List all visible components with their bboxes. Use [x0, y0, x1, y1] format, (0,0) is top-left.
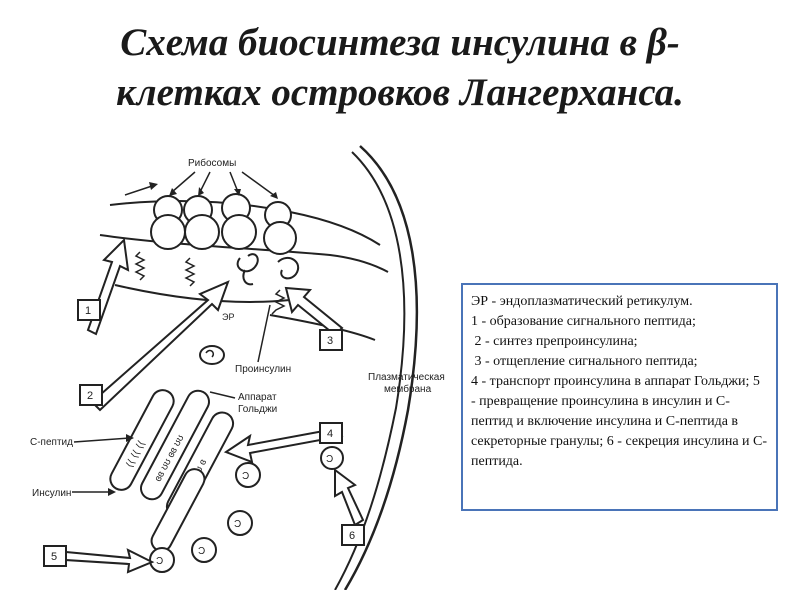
signal-peptide-spring: [271, 289, 286, 315]
golgi-cisterna: ⟨⟨ ⟨⟨ ⟨⟨: [109, 389, 175, 491]
proinsulin-loop: [277, 256, 299, 280]
svg-text:Ɔ: Ɔ: [234, 519, 241, 530]
ribosome: [150, 195, 186, 250]
page-title: Схема биосинтеза инсулина в β- клетках о…: [0, 18, 800, 118]
step-number-2: 2: [87, 390, 93, 402]
svg-text:Ɔ: Ɔ: [198, 546, 205, 557]
ribosome-pointer-arrows: [171, 171, 276, 197]
secretory-granule: Ɔ: [149, 547, 175, 573]
legend-line: 1 - образование сигнального пептида;: [471, 314, 696, 329]
svg-text:Ɔ: Ɔ: [242, 471, 249, 482]
legend-line: 2 - синтез препроинсулина;: [471, 334, 638, 349]
legend-line: ЭР - эндоплазматический ретикулум.: [471, 294, 693, 309]
legend-line: 4 - транспорт проинсулина в аппарат Голь…: [471, 374, 768, 469]
step-arrow-6: [334, 468, 365, 546]
golgi-label-2: Гольджи: [238, 404, 277, 415]
secretory-granule: Ɔ: [235, 462, 261, 488]
golgi-label-1: Аппарат: [238, 392, 277, 403]
legend-line: 3 - отщепление сигнального пептида;: [471, 354, 698, 369]
svg-text:Ɔ: Ɔ: [326, 454, 333, 465]
exocytosis-granule: Ɔ: [320, 446, 344, 470]
step-arrow-5: [43, 545, 155, 574]
svg-text:Ɔ: Ɔ: [156, 556, 163, 567]
step-arrow-3: [284, 286, 344, 351]
transport-vesicle: [199, 345, 225, 365]
step-number-3: 3: [327, 335, 333, 347]
step-arrow-4: [223, 422, 344, 464]
secretory-granule: Ɔ: [191, 537, 217, 563]
step-number-6: 6: [349, 530, 355, 542]
step-arrow-2: [79, 280, 230, 412]
ribosome: [263, 201, 297, 255]
preproinsulin-hook: [236, 253, 259, 286]
ribosomes-label: Рибосомы: [188, 157, 236, 169]
plasma-membrane: [343, 145, 419, 590]
er-label: ЭР: [222, 312, 234, 322]
step-number-4: 4: [327, 428, 333, 440]
signal-peptide-spring: [184, 257, 196, 287]
secretory-granule: Ɔ: [227, 510, 253, 536]
insulin-label: Инсулин: [32, 488, 71, 499]
step-number-1: 1: [85, 305, 91, 317]
ribosome: [183, 195, 220, 250]
insulin-biosynthesis-diagram: Рибосомы ЭР Проинсулин Аппарат Гольджи П…: [30, 145, 445, 590]
ribosome-arrowheads: [169, 187, 278, 199]
membrane-label-1: Плазматическая: [368, 372, 445, 383]
membrane-label-2: мембрана: [384, 383, 432, 395]
step-number-5: 5: [51, 551, 57, 563]
step-arrow-1: [77, 237, 130, 336]
ribosome: [221, 193, 257, 250]
signal-peptide-spring: [134, 251, 146, 281]
ribosome-arrow-left: [124, 184, 156, 196]
title-line-2: клетках островков Лангерханса.: [116, 71, 684, 114]
proinsulin-label: Проинсулин: [235, 364, 291, 375]
legend-box: ЭР - эндоплазматический ретикулум. 1 - о…: [461, 283, 778, 511]
title-line-1: Схема биосинтеза инсулина в β-: [120, 21, 680, 64]
c-peptide-label: С-пептид: [30, 437, 73, 448]
